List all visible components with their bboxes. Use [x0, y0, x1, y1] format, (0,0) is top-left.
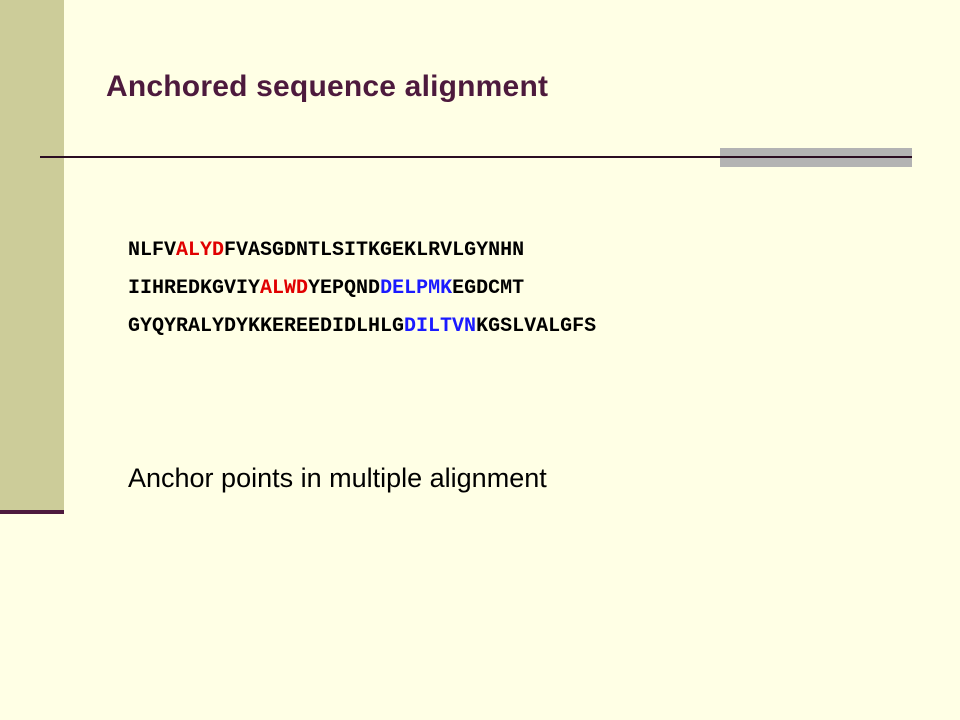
sequence-segment: IIHREDKGVIY — [128, 277, 261, 300]
sequence-segment: NLFV — [128, 239, 177, 262]
anchor-segment-blue: DELPMK — [380, 277, 453, 300]
sequence-segment: EGDCMT — [452, 277, 525, 300]
sequence-segment: FVASGDNTLSITKGEKLRVLGYNHN — [224, 239, 525, 262]
title-rule — [40, 156, 912, 158]
sequence-segment: GYQYRALYDYKKEREEDIDLHLG — [128, 315, 405, 338]
left-decor-bar-foot — [0, 510, 64, 514]
anchor-segment-red: ALWD — [260, 277, 309, 300]
anchor-segment-red: ALYD — [176, 239, 225, 262]
sequence-segment: YEPQND — [308, 277, 381, 300]
sequence-line-1: NLFVALYDFVASGDNTLSITKGEKLRVLGYNHN — [128, 232, 596, 270]
slide-title: Anchored sequence alignment — [106, 70, 549, 103]
title-rule-accent-line — [720, 156, 912, 158]
sequence-alignment: NLFVALYDFVASGDNTLSITKGEKLRVLGYNHN IIHRED… — [128, 232, 596, 346]
sequence-line-2: IIHREDKGVIYALWDYEPQNDDELPMKEGDCMT — [128, 270, 596, 308]
sequence-line-3: GYQYRALYDYKKEREEDIDLHLGDILTVNKGSLVALGFS — [128, 308, 596, 346]
left-decor-bar — [0, 0, 64, 510]
sequence-segment: KGSLVALGFS — [476, 315, 597, 338]
anchor-segment-blue: DILTVN — [404, 315, 477, 338]
slide-caption: Anchor points in multiple alignment — [128, 463, 547, 493]
